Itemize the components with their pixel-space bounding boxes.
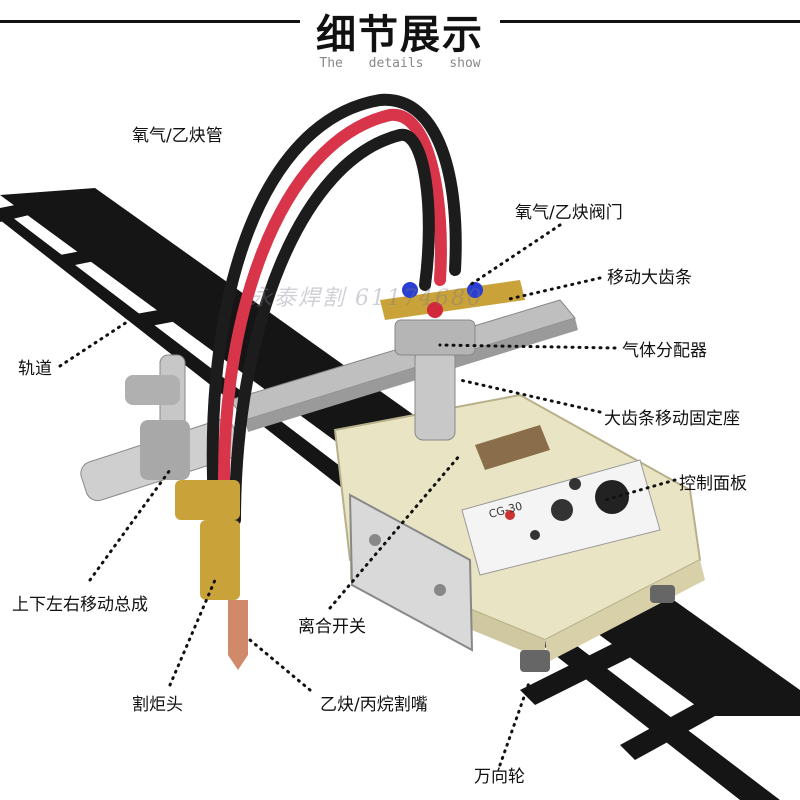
label-hose: 氧气/乙炔管 — [132, 126, 223, 146]
label-control-panel: 控制面板 — [679, 474, 747, 494]
label-distributor: 气体分配器 — [622, 341, 707, 361]
header-line-right — [500, 20, 800, 23]
label-clutch: 离合开关 — [298, 617, 366, 637]
label-torch-head: 割炬头 — [132, 695, 183, 715]
label-rack: 移动大齿条 — [607, 268, 692, 288]
leader-lines — [58, 223, 677, 767]
label-xy-assembly: 上下左右移动总成 — [12, 595, 148, 615]
hoses — [206, 93, 462, 526]
machine-body: CG-30 — [333, 393, 705, 672]
label-nozzle: 乙炔/丙烷割嘴 — [320, 695, 428, 715]
label-track: 轨道 — [18, 359, 52, 379]
page-subtitle: The details show — [319, 56, 481, 71]
label-rack-mount: 大齿条移动固定座 — [604, 409, 740, 429]
watermark: 永泰焊割 61174680 — [250, 286, 483, 311]
header-line-left — [0, 20, 300, 23]
label-valve: 氧气/乙炔阀门 — [515, 203, 623, 223]
torch-assembly — [125, 354, 248, 670]
label-wheel: 万向轮 — [474, 767, 525, 787]
gas-distributor — [380, 280, 525, 441]
page-title: 细节展示 — [316, 12, 484, 58]
